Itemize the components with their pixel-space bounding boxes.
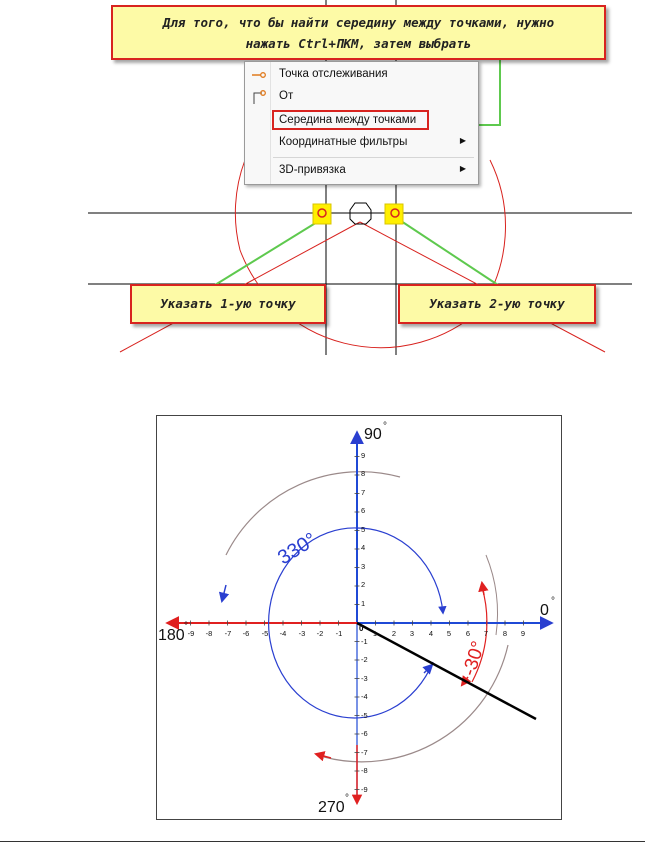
x-tick-label: 9	[521, 629, 525, 638]
x-tick-labels-negative: -9 -8 -7 -6 -5 -4 -3 -2 -1	[188, 629, 343, 638]
x-tick-label: -7	[225, 629, 232, 638]
green-leader-point1	[214, 218, 323, 286]
blue-arc-arrow-end	[356, 527, 447, 615]
context-menu: Точка отслеживания От Середина между точ…	[244, 61, 479, 185]
snap-point2-icon	[390, 208, 400, 218]
menu-item-label: Точка отслеживания	[279, 68, 388, 80]
callout-point1: Указать 1-ую точку	[130, 284, 326, 324]
y-tick-label: 2	[361, 580, 365, 589]
y-tick-label: -7	[361, 748, 368, 757]
label-270: 270	[318, 799, 345, 816]
submenu-arrow-icon: ▶	[459, 136, 466, 145]
x-tick-label: -8	[206, 629, 213, 638]
y-tick-label: -3	[361, 674, 368, 683]
x-tick-label: -6	[243, 629, 250, 638]
menu-item-label: 3D-привязка	[279, 164, 346, 176]
y-tick-label: -4	[361, 692, 368, 701]
submenu-arrow-icon: ▶	[459, 164, 466, 173]
red-arrow-bottom-left	[313, 751, 332, 762]
blue-arrow-lower	[422, 663, 434, 675]
menu-item-label: От	[279, 90, 294, 102]
y-tick-label: 4	[361, 543, 365, 552]
y-tick-label: -1	[361, 637, 368, 646]
y-tick-label: -8	[361, 766, 368, 775]
label-90: 90	[364, 426, 382, 443]
menu-separator	[273, 157, 474, 158]
page-bottom-rule	[0, 841, 645, 842]
blue-arrow-left	[218, 584, 230, 604]
menu-item-label: Середина между точками	[279, 114, 417, 126]
menu-item-tracking-point[interactable]: Точка отслеживания	[245, 64, 478, 86]
label-180: 180	[158, 627, 185, 644]
y-tick-label: -9	[361, 785, 368, 794]
x-tick-label: 1	[373, 629, 377, 638]
label-90-degree: °	[383, 421, 387, 432]
y-tick-labels-negative: -1 -2 -3 -4 -5 -6 -7 -8 -9	[361, 637, 368, 794]
x-tick-labels-positive: 1 2 3 4 5 6 7 8 9	[373, 629, 525, 638]
axis-ticks	[190, 456, 524, 790]
tracking-point-icon	[252, 72, 266, 78]
red-arrow-top	[478, 580, 489, 596]
x-tick-label: 2	[392, 629, 396, 638]
snap-point1-icon	[317, 208, 327, 218]
y-tick-label: -5	[361, 711, 368, 720]
x-tick-label: -1	[336, 629, 343, 638]
label-0-degree: °	[551, 596, 555, 607]
y-tick-label: 3	[361, 562, 365, 571]
x-tick-label: -9	[188, 629, 195, 638]
blue-circle-330	[268, 527, 434, 719]
y-tick-label: 5	[361, 525, 365, 534]
diagram-frame	[156, 415, 562, 820]
from-point-icon	[253, 90, 266, 104]
y-tick-labels-positive: 1 2 3 4 5 6 7 8 9	[361, 451, 365, 608]
instruction-line1: Для того, что бы найти середину между то…	[162, 15, 555, 30]
menu-icon-gutter	[245, 62, 271, 184]
red-circle-arc	[234, 159, 506, 349]
x-tick-label: -3	[299, 629, 306, 638]
x-tick-label: 8	[503, 629, 507, 638]
x-tick-label: 5	[447, 629, 451, 638]
x-tick-label: 3	[410, 629, 414, 638]
origin-label: 0	[359, 624, 364, 633]
label-0: 0	[540, 602, 549, 619]
snap-marker-point1	[312, 203, 332, 225]
y-tick-label: 9	[361, 451, 365, 460]
x-tick-label: -4	[280, 629, 287, 638]
direction-line-minus30	[356, 621, 537, 721]
y-tick-label: 1	[361, 599, 365, 608]
x-tick-label: -5	[262, 629, 269, 638]
menu-item-3d-snap[interactable]: 3D-привязка ▶	[245, 160, 478, 182]
label-270-degree: °	[345, 793, 349, 804]
midpoint-marker-icon	[349, 202, 372, 225]
snap-marker-point2	[384, 203, 404, 225]
callout-point2: Указать 2-ую точку	[398, 284, 596, 324]
x-tick-label: 7	[484, 629, 488, 638]
grey-arc-right	[485, 554, 498, 636]
menu-item-midpoint-between-points[interactable]: Середина между точками	[272, 110, 429, 130]
menu-item-coordinate-filters[interactable]: Координатные фильтры ▶	[245, 132, 478, 154]
grey-arc-top	[225, 471, 401, 556]
x-tick-label: 6	[466, 629, 470, 638]
green-leader-point2	[397, 218, 499, 286]
angle-diagram: 90 ° 0 ° 180 ° 270 ° 330° -30° 0 -9 -8 -…	[156, 415, 562, 820]
instruction-line2: нажать Ctrl+ПКМ, затем выбрать	[245, 36, 472, 51]
label-180-degree: °	[184, 621, 188, 632]
menu-item-label: Координатные фильтры	[279, 136, 408, 148]
y-tick-label: 8	[361, 469, 365, 478]
y-tick-label: 7	[361, 488, 365, 497]
y-tick-label: 6	[361, 506, 365, 515]
y-tick-label: -2	[361, 655, 368, 664]
menu-item-from[interactable]: От	[245, 86, 478, 108]
x-tick-label: 4	[429, 629, 433, 638]
y-tick-label: -6	[361, 729, 368, 738]
instruction-callout: Для того, что бы найти середину между то…	[111, 5, 606, 60]
x-tick-label: -2	[317, 629, 324, 638]
red-arc-minus30	[471, 586, 488, 683]
